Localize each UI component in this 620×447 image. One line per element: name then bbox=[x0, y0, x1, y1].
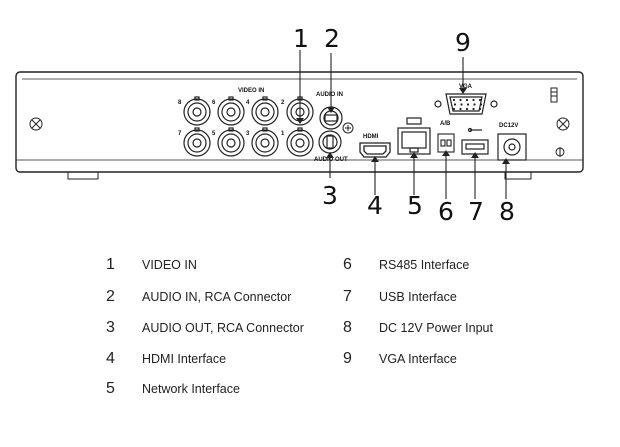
vga-pin bbox=[478, 107, 482, 111]
audio-in-label: AUDIO IN bbox=[316, 92, 343, 98]
vga-pin bbox=[465, 98, 469, 102]
bnc-channel-number: 8 bbox=[178, 100, 182, 106]
vga-pin bbox=[472, 98, 475, 102]
bnc-connector bbox=[251, 96, 279, 126]
audio-out-label: AUDIO OUT bbox=[314, 157, 348, 163]
vga-pin bbox=[453, 103, 457, 106]
audio-out-rca bbox=[318, 130, 342, 154]
vga-pin bbox=[465, 107, 469, 111]
callout-9: 9 bbox=[455, 28, 471, 57]
callout-leaders bbox=[299, 50, 507, 199]
callout-4: 4 bbox=[367, 191, 383, 220]
vga-pin bbox=[459, 98, 462, 102]
vga-pin bbox=[473, 103, 476, 106]
bnc-channel-number: 1 bbox=[281, 131, 285, 137]
rs485-label: A/B bbox=[440, 121, 451, 127]
callout-8: 8 bbox=[499, 197, 515, 226]
bnc-channel-number: 3 bbox=[246, 131, 250, 137]
vga-pin bbox=[479, 103, 483, 106]
callout-5: 5 bbox=[407, 191, 423, 220]
callout-6: 6 bbox=[438, 197, 454, 226]
vga-pin bbox=[472, 107, 475, 111]
vga-pin bbox=[460, 103, 463, 106]
bnc-channel-number: 4 bbox=[246, 100, 250, 106]
rs485-port bbox=[437, 133, 455, 153]
video-in-label: VIDEO IN bbox=[238, 88, 264, 94]
dc-power-port bbox=[497, 133, 527, 161]
callout-7: 7 bbox=[468, 197, 484, 226]
fan-vent bbox=[550, 87, 558, 103]
bnc-connector bbox=[183, 96, 211, 126]
plus-screw bbox=[342, 122, 354, 134]
dc-label: DC12V bbox=[499, 123, 518, 129]
network-port bbox=[397, 117, 431, 155]
bnc-connector bbox=[217, 96, 245, 126]
chassis-screw-left bbox=[29, 117, 43, 131]
ground-screw bbox=[555, 147, 565, 157]
vga-port bbox=[434, 93, 498, 115]
vga-pin bbox=[452, 107, 456, 111]
bnc-connector bbox=[251, 127, 279, 157]
bnc-channel-number: 2 bbox=[281, 100, 285, 106]
usb-port bbox=[461, 127, 489, 155]
bnc-connector bbox=[183, 127, 211, 157]
callout-3: 3 bbox=[322, 181, 338, 210]
hdmi-port bbox=[359, 142, 391, 158]
vga-pin bbox=[466, 103, 470, 106]
bnc-channel-number: 5 bbox=[212, 131, 216, 137]
bnc-channel-number: 7 bbox=[178, 131, 182, 137]
bnc-connector bbox=[217, 127, 245, 157]
vga-label: VGA bbox=[459, 84, 473, 90]
vga-pin bbox=[452, 98, 456, 102]
callout-arrowheads bbox=[296, 88, 510, 164]
vga-pin bbox=[478, 98, 482, 102]
hdmi-label: HDMI bbox=[363, 134, 379, 140]
chassis-screw-right bbox=[556, 117, 570, 131]
bnc-channel-number: 6 bbox=[212, 100, 216, 106]
bnc-connector bbox=[286, 127, 314, 157]
vga-pin bbox=[459, 107, 462, 111]
callout-2: 2 bbox=[324, 24, 340, 53]
callout-1: 1 bbox=[293, 24, 309, 53]
